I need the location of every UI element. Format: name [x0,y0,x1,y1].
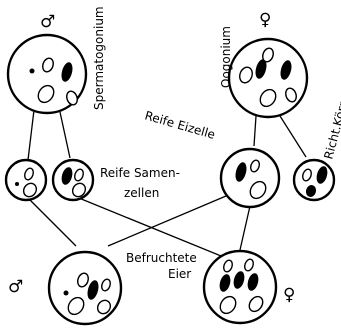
oogonium-chromosome [259,88,277,108]
sperm-right-chromosome [74,168,84,182]
line-sperm-right-to-female-zygote [73,195,227,259]
line-spermatogonium-to-sperm-left [27,109,35,161]
zygote-female-chromosome [219,295,237,315]
egg-chromosome [250,159,260,173]
polar-body-chromosome [302,168,312,182]
zygote-male-chromosome [67,296,85,316]
polar-body-chromosome-dark [316,166,328,184]
polar-body-chromosome-dark [305,185,317,197]
line-spermatogonium-to-sperm-right [59,111,71,159]
reife-eizelle-label: Reife Eizelle [143,108,217,141]
spermatogonium-chromosome [37,84,55,104]
fertilized-egg-female [202,249,278,325]
sperm-left-chromosome [22,182,38,198]
fertilized-male-symbol: ♂ [8,277,23,297]
spermatogonium-chromosome [66,90,78,106]
spermatogonium-cell [6,33,88,115]
sperm-cell-left [4,158,48,202]
female-symbol: ♀ [259,10,271,30]
zygote-male-chromosome [77,272,89,288]
zygote-male-chromosome-dark [87,280,99,300]
zygote-male-dot [63,290,69,296]
reife-samenzellen-label-line2: zellen [124,186,159,200]
oogonium-chromosome [239,66,253,84]
sperm-left-dot [15,182,19,186]
zygote-female-chromosome [223,259,233,273]
mature-egg-cell [219,147,281,209]
befruchtete-eier-label-line1: Befruchtete [126,251,197,265]
spermatogonium-label: Spermatogonium [92,6,106,110]
befruchtete-eier-label-line2: Eier [168,267,191,281]
sperm-cell-right [51,158,95,202]
fertilized-female-symbol: ♀ [283,285,295,305]
fertilized-egg-male [47,250,123,326]
oogonium-cell [227,37,309,119]
line-egg-to-male-zygote [107,195,227,247]
zygote-female-chromosome-dark [247,273,259,291]
richt-koerper-label: Richt.Körper [321,86,341,161]
oogonium-chromosome [285,87,297,103]
spermatogonium-chromosome-dark [61,62,73,82]
zygote-female-chromosome-dark [219,274,231,292]
spermatogonium-dot [29,68,35,74]
male-symbol: ♂ [40,12,55,32]
zygote-female-chromosome-dark [233,271,245,289]
polar-body-cell [292,158,336,202]
oogonium-chromosome-dark [255,59,267,79]
zygote-male-chromosome [96,299,112,315]
line-oogonium-to-egg [253,115,257,147]
reife-samenzellen-label-line1: Reife Samen- [100,166,180,180]
sperm-right-chromosome [71,182,87,198]
sperm-right-chromosome-dark [61,167,73,185]
spermatogonium-chromosome [42,57,54,73]
oogonium-chromosome-dark [280,60,292,80]
line-sperm-left-to-male-zygote [29,199,77,247]
egg-chromosome-dark [235,162,247,182]
sperm-left-chromosome [24,167,34,181]
oogonium-chromosome [262,47,274,63]
line-egg-to-female-zygote [239,205,251,251]
egg-chromosome [249,180,267,200]
oogonium-label: Oogonium [219,26,233,88]
zygote-female-chromosome [248,295,264,313]
zygote-female-chromosome [244,258,254,272]
line-oogonium-to-polar-body [279,115,307,158]
connector-lines [27,109,307,259]
zygote-male-chromosome [101,278,111,292]
